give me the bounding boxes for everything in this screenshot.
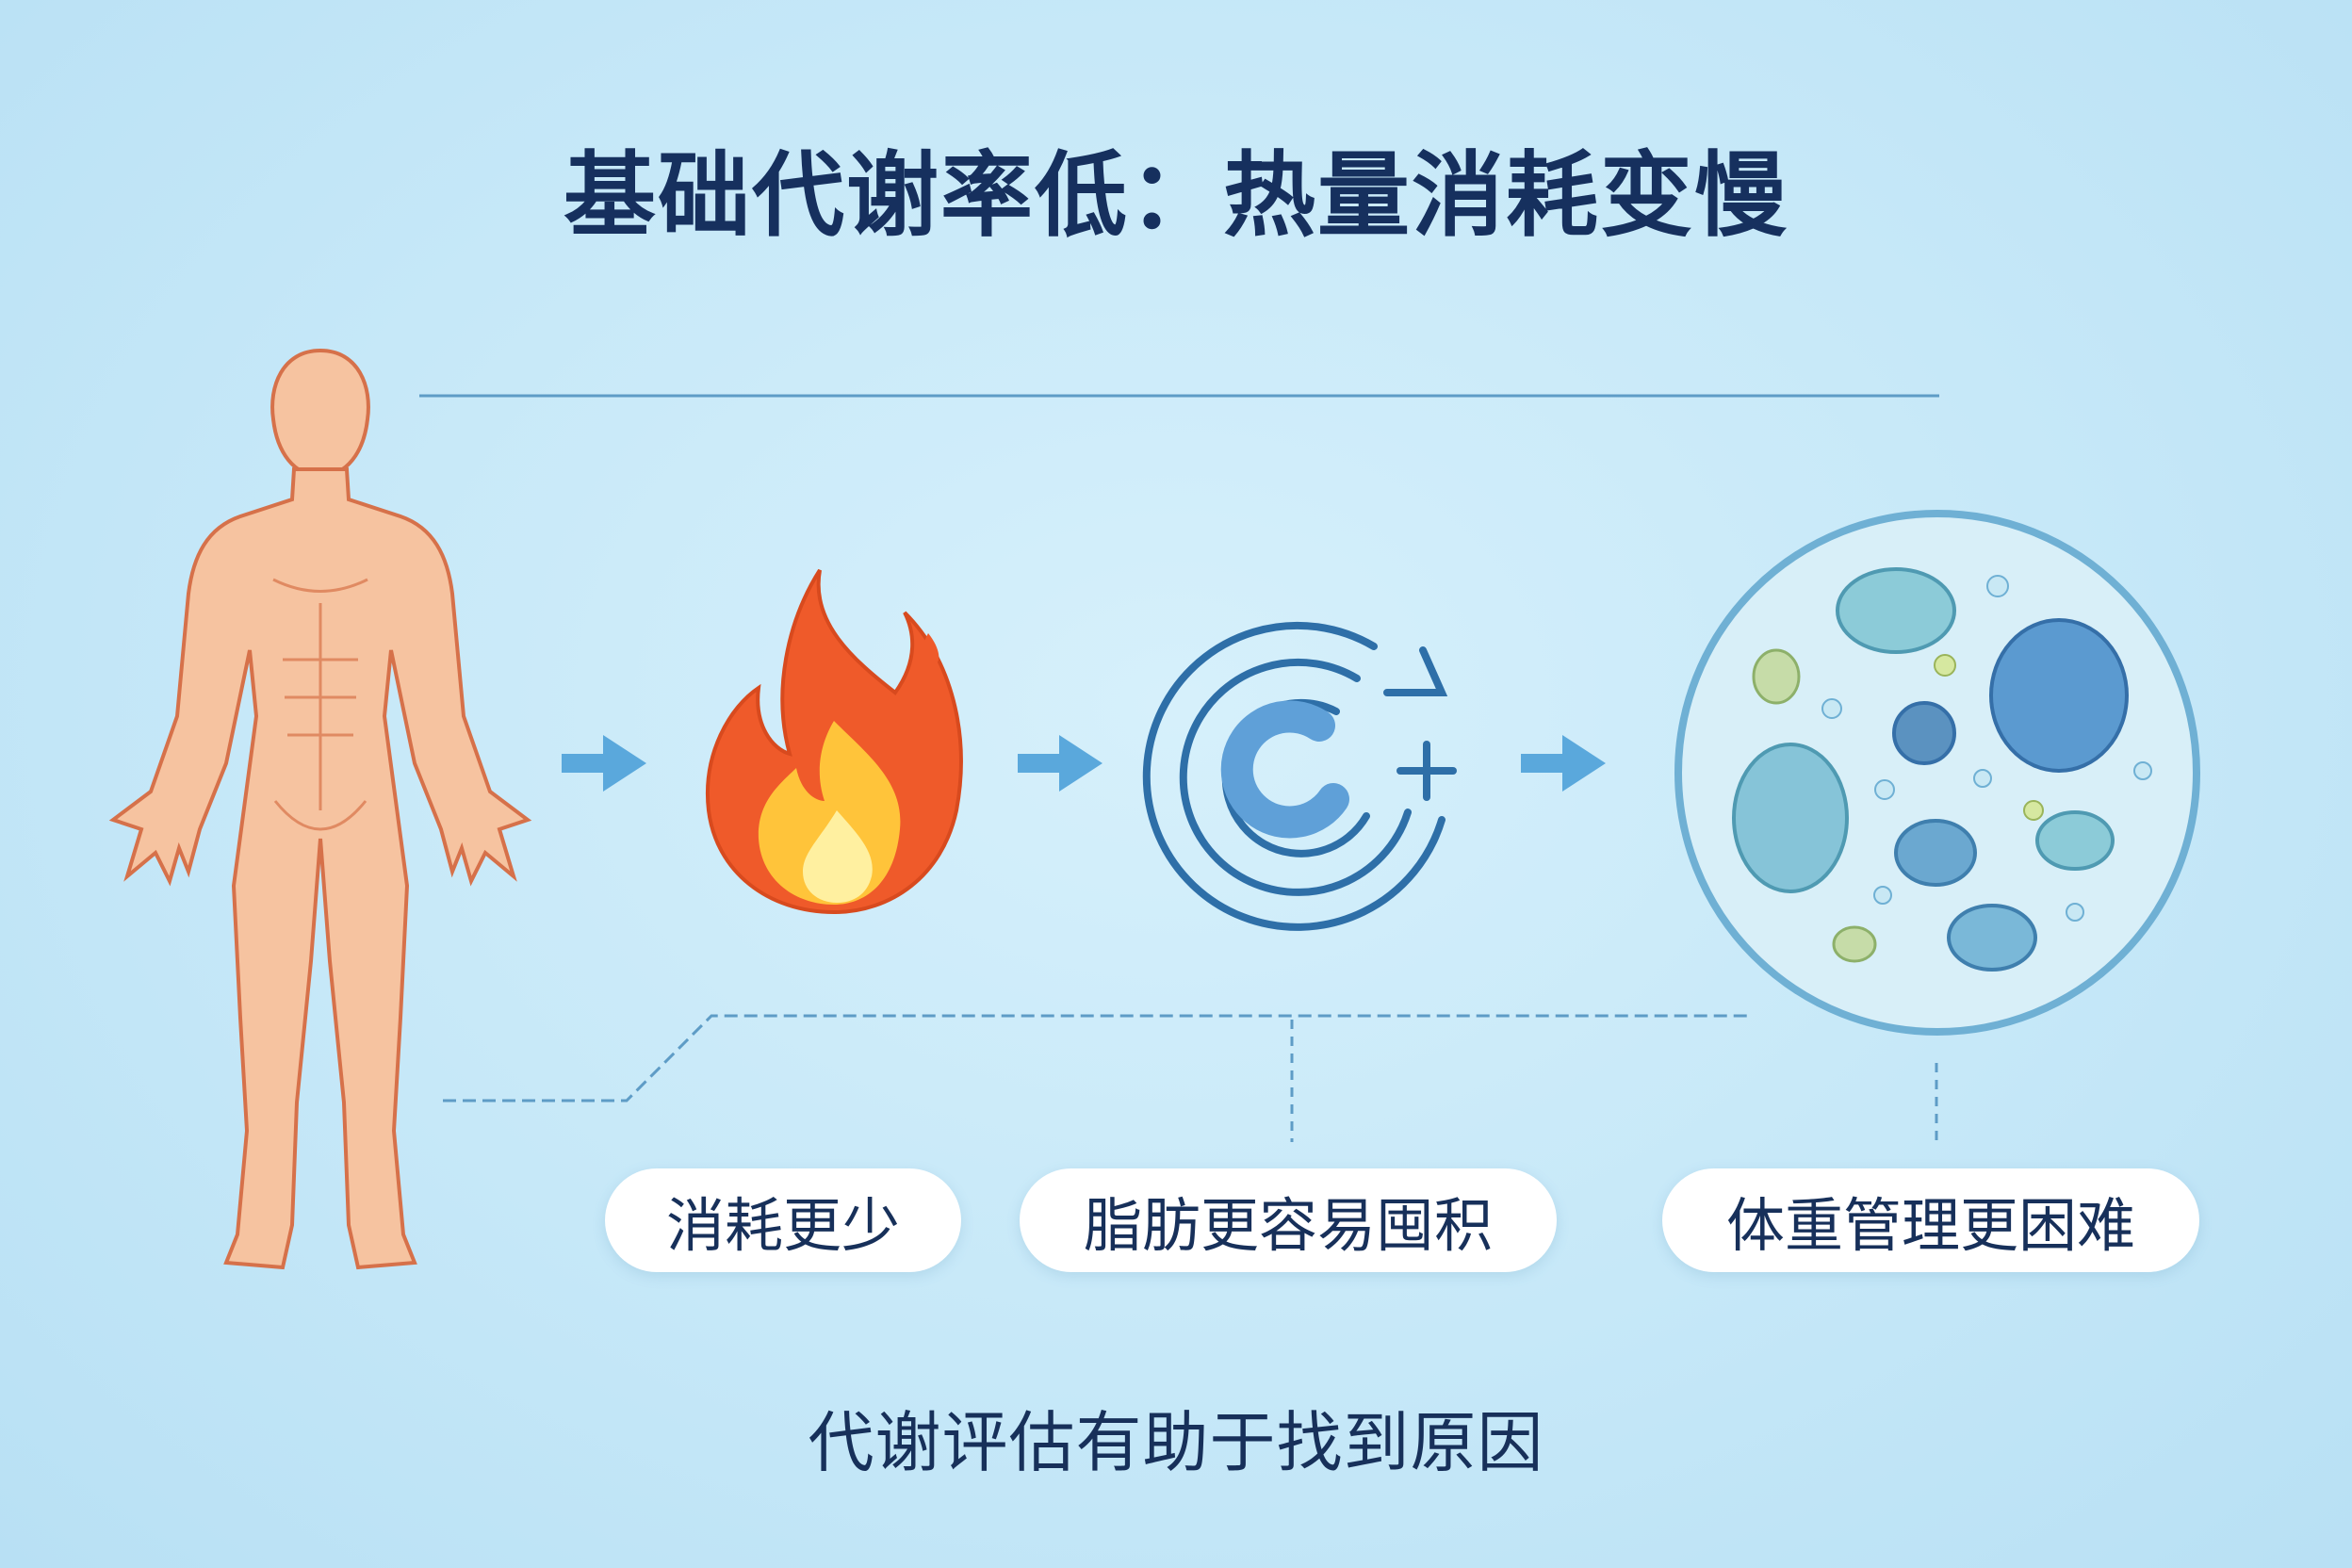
arrow-right-icon [562, 735, 1606, 792]
footer-note: 代谢评估有助于找到原因 [808, 1404, 1544, 1481]
page-title: 基础代谢率低：热量消耗变慢 [563, 142, 1788, 250]
calorie-c-plus-icon [1142, 621, 1457, 931]
label-fat-accumulation: 脂肪更容易囤积 [1020, 1168, 1557, 1272]
fat-cells-icon [1674, 510, 2200, 1036]
human-body-icon [108, 348, 532, 1270]
label-less-consumption: 消耗更少 [605, 1168, 961, 1272]
flame-icon [706, 568, 963, 915]
label-weight-management: 体重管理更困难 [1662, 1168, 2199, 1272]
bottom-connector-line [443, 1014, 1753, 1102]
